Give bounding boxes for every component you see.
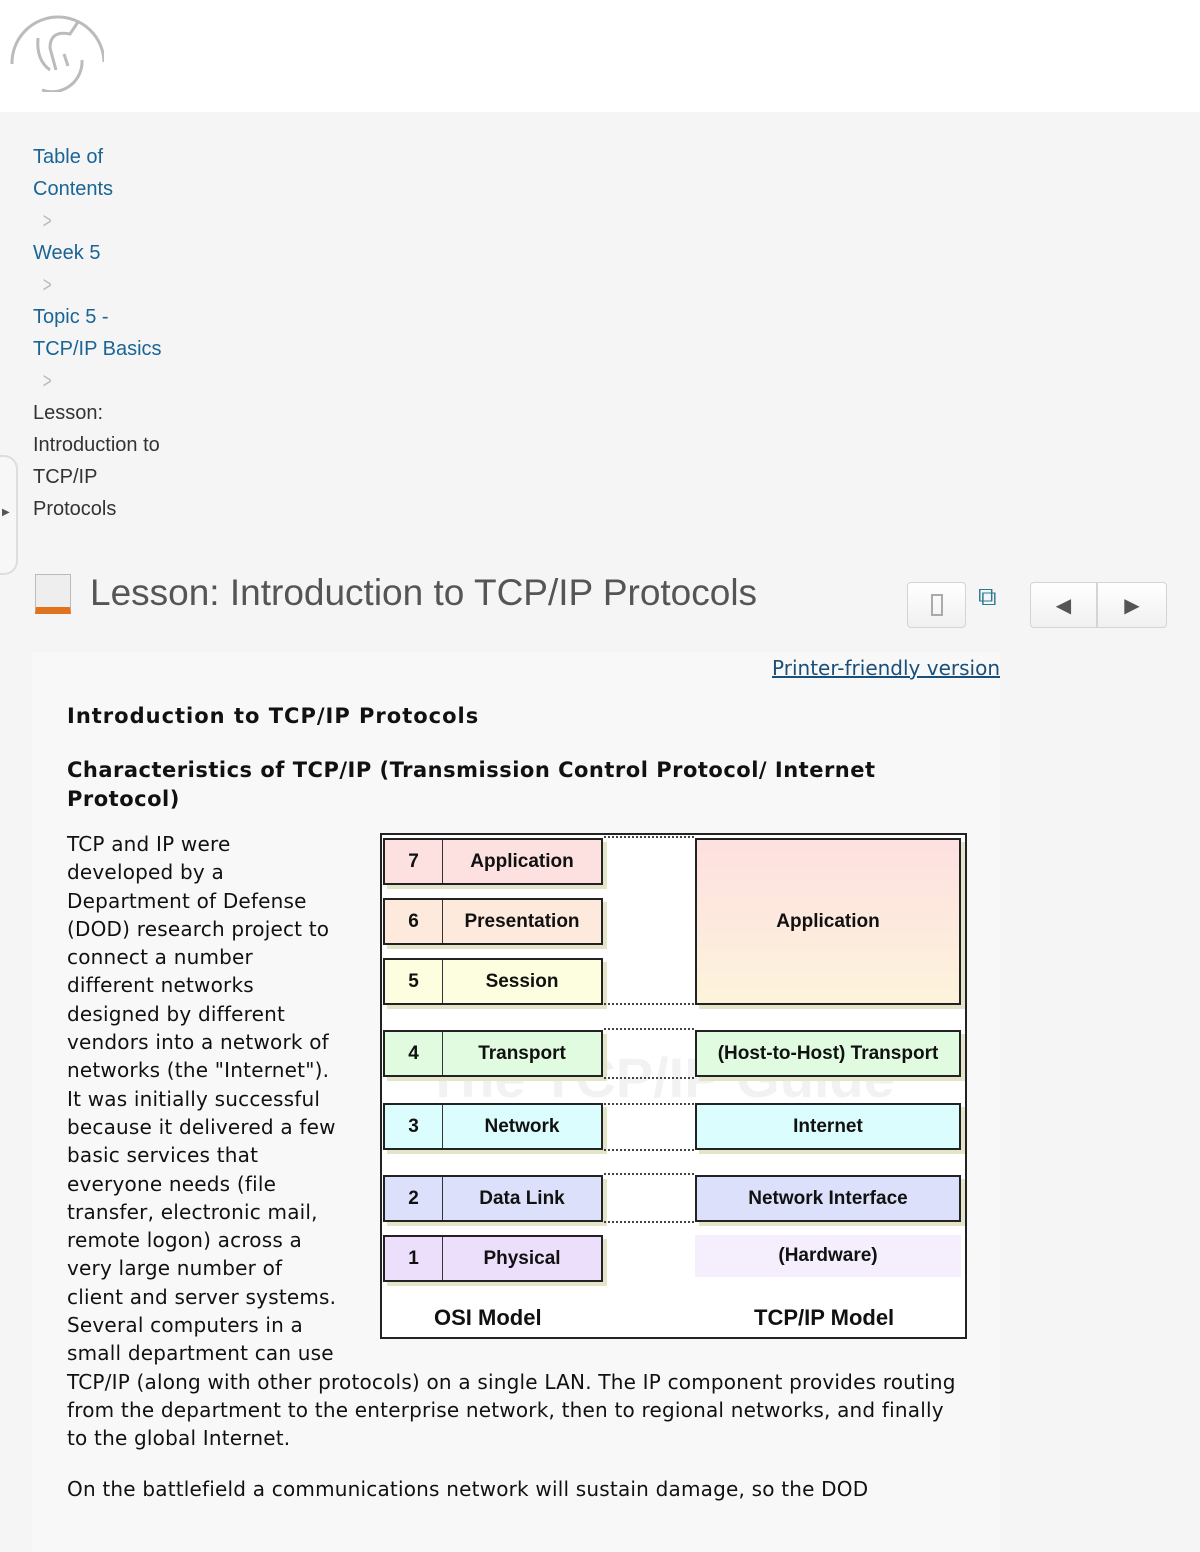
previous-button[interactable]: ◀ (1030, 582, 1097, 628)
osi-layer-5: 5 Session (383, 958, 603, 1005)
paragraph: TCP and IP were developed by a Departmen… (67, 832, 956, 1451)
layer-number: 7 (385, 840, 443, 883)
layer-number: 6 (385, 900, 443, 943)
layer-number: 3 (385, 1105, 443, 1148)
tcpip-layer: Network Interface (695, 1175, 961, 1222)
layer-name: Data Link (479, 1187, 565, 1209)
osi-layer-3: 3 Network (383, 1103, 603, 1150)
open-new-window-icon: ⧉ (978, 582, 997, 612)
breadcrumb-table-of-contents[interactable]: Table of Contents (33, 146, 114, 200)
page-title: Lesson: Introduction to TCP/IP Protocols (90, 572, 758, 613)
bookmark-button[interactable] (907, 582, 966, 628)
osi-layer-1: 1 Physical (383, 1235, 603, 1282)
layer-number: 2 (385, 1177, 443, 1220)
open-new-window-button[interactable]: ⧉ (978, 583, 1006, 611)
dotted-connector (604, 836, 694, 838)
lesson-heading: Introduction to TCP/IP Protocols (67, 704, 480, 728)
sidebar-toggle[interactable]: ▶ (0, 455, 18, 575)
breadcrumb-current: Lesson: Introduction to TCP/IP Protocols (33, 402, 160, 520)
header (0, 0, 1200, 112)
breadcrumb-topic-5[interactable]: Topic 5 - TCP/IP Basics (33, 306, 162, 360)
chevron-right-icon: > (42, 272, 52, 297)
paragraph: On the battlefield a communications netw… (67, 1476, 869, 1501)
lesson-subheading: Characteristics of TCP/IP (Transmission … (67, 758, 876, 811)
osi-layer-7: 7 Application (383, 838, 603, 885)
dotted-connector (604, 1003, 694, 1005)
layer-name: Physical (483, 1247, 561, 1269)
layer-name: Network (484, 1115, 560, 1137)
tcpip-model-label: TCP/IP Model (754, 1305, 895, 1330)
layer-name: Application (776, 910, 880, 932)
layer-name: (Host-to-Host) Transport (717, 1042, 939, 1064)
tcpip-layer: Application (695, 838, 961, 1005)
logo-icon (10, 15, 104, 92)
layer-name: Transport (478, 1042, 566, 1064)
printer-friendly-link[interactable]: Printer-friendly version (772, 656, 1000, 680)
next-button[interactable]: ▶ (1097, 582, 1167, 628)
osi-model-label: OSI Model (434, 1305, 542, 1330)
layer-name: (Hardware) (778, 1245, 878, 1266)
link-document-icon (35, 574, 71, 614)
next-arrow-icon: ▶ (1124, 593, 1140, 617)
breadcrumb: Table of Contents > Week 5 > Topic 5 - T… (33, 141, 173, 525)
bookmark-icon (930, 594, 943, 616)
dotted-connector (604, 1149, 694, 1151)
expand-arrow-icon: ▶ (2, 507, 10, 518)
osi-tcpip-diagram: The TCP/IP Guide OSI Model TCP/IP Model … (380, 833, 967, 1339)
osi-layer-2: 2 Data Link (383, 1175, 603, 1222)
osi-layer-6: 6 Presentation (383, 898, 603, 945)
dotted-connector (604, 1103, 694, 1105)
chevron-right-icon: > (42, 208, 52, 233)
layer-name: Application (470, 850, 574, 872)
dotted-connector (604, 1173, 694, 1175)
previous-arrow-icon: ◀ (1055, 593, 1072, 617)
dotted-connector (604, 1077, 694, 1079)
layer-name: Presentation (464, 910, 580, 932)
dotted-connector (604, 1221, 694, 1223)
tcpip-layer: (Hardware) (695, 1235, 961, 1277)
breadcrumb-week-5[interactable]: Week 5 (33, 242, 101, 264)
dotted-connector (604, 1028, 694, 1030)
tcpip-layer: Internet (695, 1103, 961, 1150)
layer-name: Session (485, 970, 559, 992)
layer-name: Internet (793, 1115, 863, 1137)
chevron-right-icon: > (42, 368, 52, 393)
tcpip-layer: (Host-to-Host) Transport (695, 1030, 961, 1077)
lesson-content: Printer-friendly version Introduction to… (32, 652, 1000, 1552)
osi-layer-4: 4 Transport (383, 1030, 603, 1077)
layer-number: 5 (385, 960, 443, 1003)
layer-number: 1 (385, 1237, 443, 1280)
layer-number: 4 (385, 1032, 443, 1075)
layer-name: Network Interface (748, 1187, 908, 1209)
